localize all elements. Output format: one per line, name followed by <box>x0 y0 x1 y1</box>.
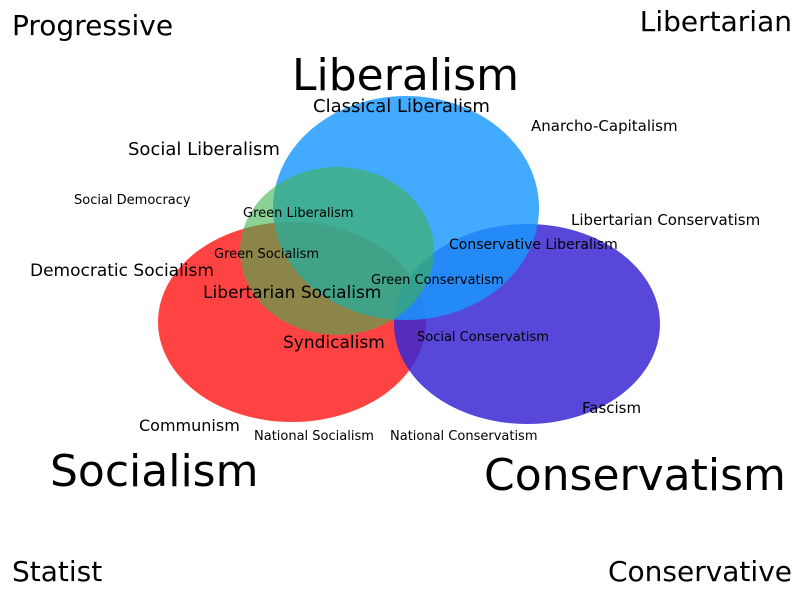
corner-statist: Statist <box>12 555 103 588</box>
corner-conservative: Conservative <box>607 555 792 588</box>
corner-libertarian: Libertarian <box>639 5 792 38</box>
label-syndicalism: Syndicalism <box>283 333 385 353</box>
label-fascism: Fascism <box>582 399 642 417</box>
label-social-conservatism: Social Conservatism <box>417 330 549 345</box>
label-libertarian-socialism: Libertarian Socialism <box>203 283 382 303</box>
label-democratic-socialism: Democratic Socialism <box>30 261 214 281</box>
liberalism-title: Liberalism <box>292 50 520 101</box>
label-national-conservatism: National Conservatism <box>390 429 538 444</box>
label-communism: Communism <box>139 416 240 435</box>
socialism-title: Socialism <box>50 446 259 497</box>
label-national-socialism: National Socialism <box>254 429 374 444</box>
label-green-liberalism: Green Liberalism <box>243 206 354 221</box>
label-social-liberalism: Social Liberalism <box>128 139 280 160</box>
label-green-conservatism: Green Conservatism <box>371 273 504 288</box>
corner-progressive: Progressive <box>12 9 174 42</box>
label-green-socialism: Green Socialism <box>214 247 320 262</box>
label-classical-liberalism: Classical Liberalism <box>313 96 490 117</box>
green-set <box>240 167 434 335</box>
label-anarcho-capitalism: Anarcho-Capitalism <box>531 117 678 135</box>
label-social-democracy: Social Democracy <box>74 193 191 208</box>
conservatism-title: Conservatism <box>484 450 786 501</box>
label-conservative-liberalism: Conservative Liberalism <box>449 237 618 253</box>
label-libertarian-conservatism: Libertarian Conservatism <box>571 211 761 229</box>
